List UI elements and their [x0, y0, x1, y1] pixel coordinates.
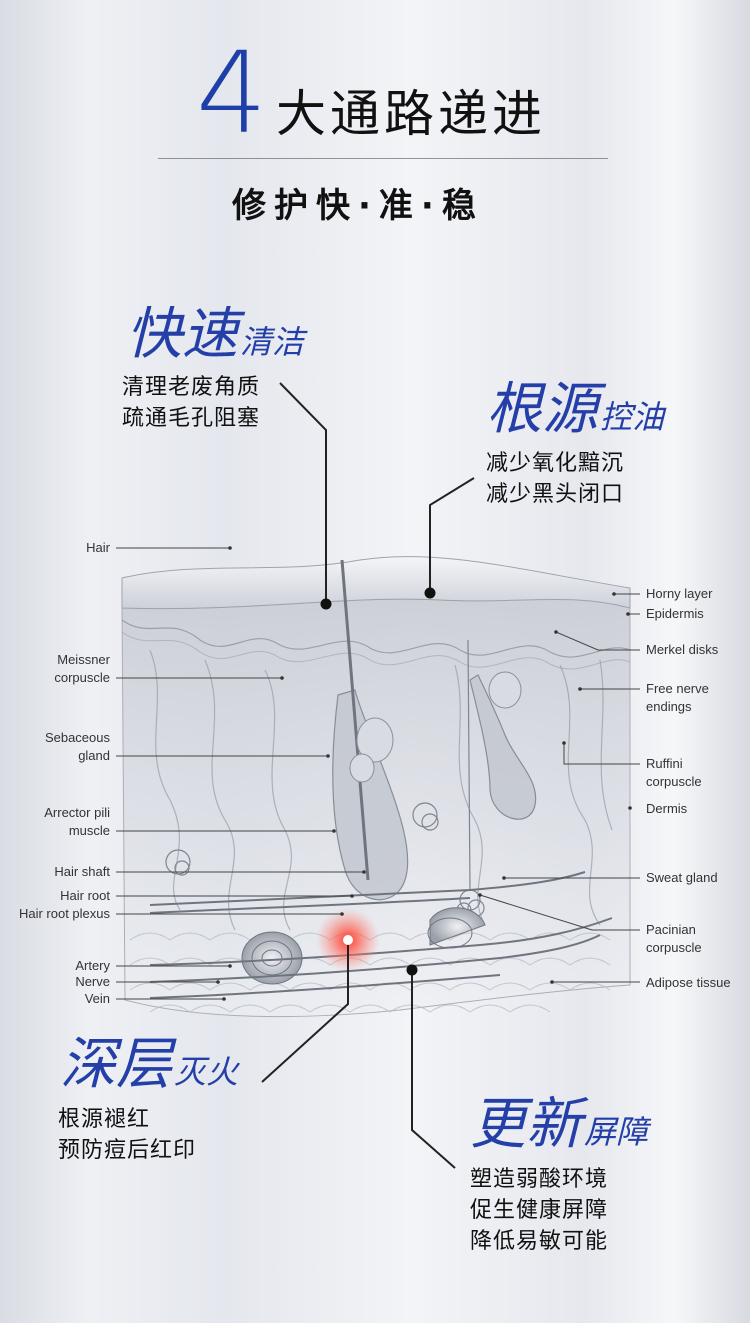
barrier-marker-dot: [406, 964, 418, 976]
callout-oil-sub: 控油: [600, 398, 665, 436]
label-hair: Hair: [86, 540, 110, 555]
callout-fire-main: 深层: [60, 1032, 172, 1097]
label-hair-root: Hair root: [60, 888, 110, 903]
label-free-nerve: Free nerve: [646, 681, 709, 696]
callout-barrier-line: 塑造弱酸环境: [470, 1167, 609, 1192]
label-ruffini-corpuscle: corpuscle: [646, 774, 702, 789]
label-arrector-pili: Arrector pili: [44, 805, 110, 820]
callout-barrier-body: 塑造弱酸环境 促生健康屏障 降低易敏可能: [470, 1164, 608, 1257]
callout-oil-main: 根源: [486, 377, 598, 442]
label-pacinian-corpuscle: corpuscle: [646, 940, 702, 955]
label-horny-layer: Horny layer: [646, 586, 713, 601]
label-sebaceous: Sebaceous: [44, 730, 110, 745]
skin-block: [121, 556, 631, 1018]
label-sweat-gland: Sweat gland: [646, 870, 718, 885]
label-epidermis: Epidermis: [646, 606, 704, 621]
label-pacinian: Pacinian: [646, 922, 696, 937]
pacinian-corpuscle: [241, 907, 486, 985]
label-merkel-disks: Merkel disks: [646, 642, 719, 657]
label-nerve: Nerve: [75, 974, 110, 989]
callout-barrier-line: 促生健康屏障: [470, 1198, 609, 1223]
callout-fire-line: 根源褪红: [58, 1107, 151, 1132]
label-arrector-muscle: muscle: [68, 823, 110, 838]
callout-barrier-main: 更新: [470, 1092, 582, 1157]
label-meissner: Meissner: [57, 652, 110, 667]
callout-clean-heading: 快速清洁: [126, 305, 304, 365]
header-title: 大通路递进: [276, 85, 546, 143]
callout-fire-line: 预防痘后红印: [58, 1138, 197, 1163]
label-meissner-corpuscle: corpuscle: [54, 670, 110, 685]
callout-clean-body: 清理老废角质 疏通毛孔阻塞: [122, 372, 260, 434]
callout-fire-sub: 灭火: [174, 1053, 239, 1091]
clean-marker-dot: [320, 598, 332, 610]
label-adipose-tissue: Adipose tissue: [646, 975, 731, 990]
callout-leaders: [261, 382, 475, 1169]
callout-oil-line: 减少氧化黯沉: [486, 451, 625, 476]
hair-follicle: [332, 559, 409, 901]
fire-marker-dot: [343, 935, 353, 945]
callout-barrier-sub: 屏障: [584, 1113, 649, 1151]
callout-fire-body: 根源褪红 预防痘后红印: [58, 1104, 196, 1166]
header-divider: [158, 158, 608, 159]
label-hair-shaft: Hair shaft: [54, 864, 110, 879]
callout-fire-heading: 深层灭火: [60, 1035, 238, 1095]
label-pointers: [116, 547, 640, 1000]
oil-marker-dot: [424, 587, 436, 599]
label-dermis: Dermis: [646, 801, 688, 816]
callout-clean-line: 疏通毛孔阻塞: [122, 406, 261, 431]
label-sebaceous-gland: gland: [78, 748, 110, 763]
label-vein: Vein: [84, 991, 110, 1006]
callout-barrier-line: 降低易敏可能: [470, 1229, 609, 1254]
right-hair-follicle: [469, 671, 537, 820]
label-ruffini: Ruffini: [646, 756, 683, 771]
callout-oil-line: 减少黑头闭口: [486, 482, 625, 507]
header-subtitle: 修护快·准·稳: [232, 186, 484, 226]
callout-clean-sub: 清洁: [240, 323, 305, 361]
callout-clean-main: 快速: [126, 302, 238, 367]
label-artery: Artery: [75, 958, 110, 973]
label-hair-root-plexus: Hair root plexus: [18, 906, 110, 921]
callout-oil-body: 减少氧化黯沉 减少黑头闭口: [486, 448, 624, 510]
pointer-dots: [216, 546, 632, 1001]
callout-barrier-heading: 更新屏障: [470, 1095, 648, 1155]
callout-oil-heading: 根源控油: [486, 380, 664, 440]
callout-clean-line: 清理老废角质: [122, 375, 261, 400]
header-number: 4: [196, 29, 268, 159]
label-free-nerve-endings: endings: [646, 699, 692, 714]
